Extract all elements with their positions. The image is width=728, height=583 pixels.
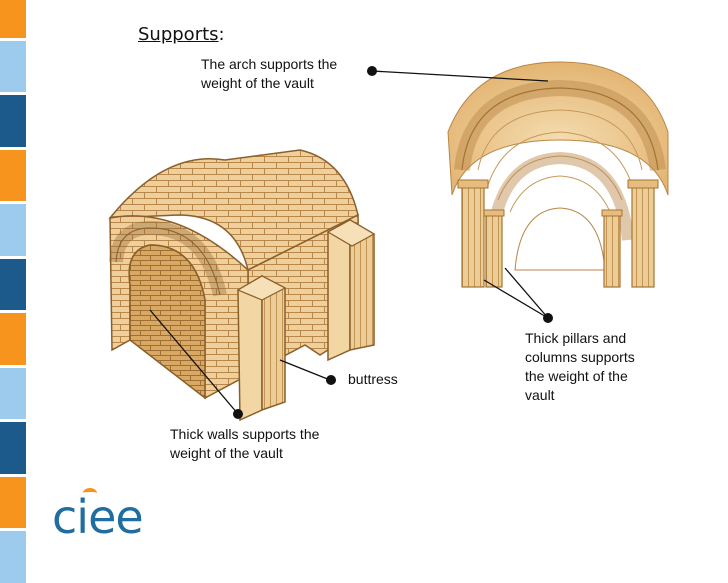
slide-title: Supports:: [138, 24, 225, 45]
stripe-block: [0, 313, 26, 365]
barrel-vault-drawing: [108, 149, 376, 422]
vault-opening: [128, 244, 206, 400]
stripe-block: [0, 149, 26, 201]
label-walls-line-2: weight of the vault: [170, 445, 283, 461]
stripe-block: [0, 40, 26, 92]
arcade-opening: [514, 207, 606, 271]
leader-lines: [149, 70, 549, 415]
label-walls: Thick walls supports the weight of the v…: [170, 425, 319, 463]
title-colon: :: [218, 24, 225, 45]
pillar-right-outer: [631, 184, 655, 288]
dot-buttress: [326, 375, 336, 385]
arcade-drawing: [447, 61, 669, 288]
stripe-block: [0, 0, 26, 38]
leader-walls: [149, 309, 239, 415]
leader-buttress: [279, 359, 331, 381]
label-pillars-line-1: Thick pillars and: [525, 330, 627, 346]
leader-pillar-1: [483, 279, 549, 319]
stripe-block: [0, 367, 26, 419]
leader-arch: [371, 70, 549, 82]
label-pillars-line-4: vault: [525, 387, 555, 403]
label-pillars: Thick pillars and columns supports the w…: [525, 329, 635, 405]
leader-pillar-2: [504, 267, 549, 319]
stripe-block: [0, 95, 26, 147]
arcade-vault: [447, 61, 669, 196]
inner-arch: [486, 151, 634, 241]
leader-dots: [233, 66, 553, 419]
label-pillars-line-3: the weight of the: [525, 368, 628, 384]
label-buttress: buttress: [348, 371, 398, 387]
stripe-block: [0, 204, 26, 256]
title-word: Supports: [138, 24, 219, 45]
label-arch-line-2: weight of the vault: [201, 75, 314, 91]
stripe-block: [0, 476, 26, 528]
pillar-left-outer: [461, 184, 485, 288]
stripe-block: [0, 258, 26, 310]
label-arch: The arch supports the weight of the vaul…: [201, 55, 337, 93]
side-stripe: [0, 0, 26, 583]
logo-accent: [83, 488, 97, 498]
dot-pillars: [543, 313, 553, 323]
stripe-block: [0, 422, 26, 474]
pillar-left-inner: [485, 214, 503, 288]
label-pillars-line-2: columns supports: [525, 349, 635, 365]
vault-illustration: [108, 61, 669, 422]
vault-roof: [108, 149, 359, 272]
dot-arch: [367, 66, 377, 76]
label-walls-line-1: Thick walls supports the: [170, 426, 320, 442]
dot-walls: [233, 409, 243, 419]
ciee-logo: ciee: [52, 490, 144, 544]
pillar-right-inner: [603, 214, 621, 288]
label-arch-line-1: The arch supports the: [201, 56, 338, 72]
